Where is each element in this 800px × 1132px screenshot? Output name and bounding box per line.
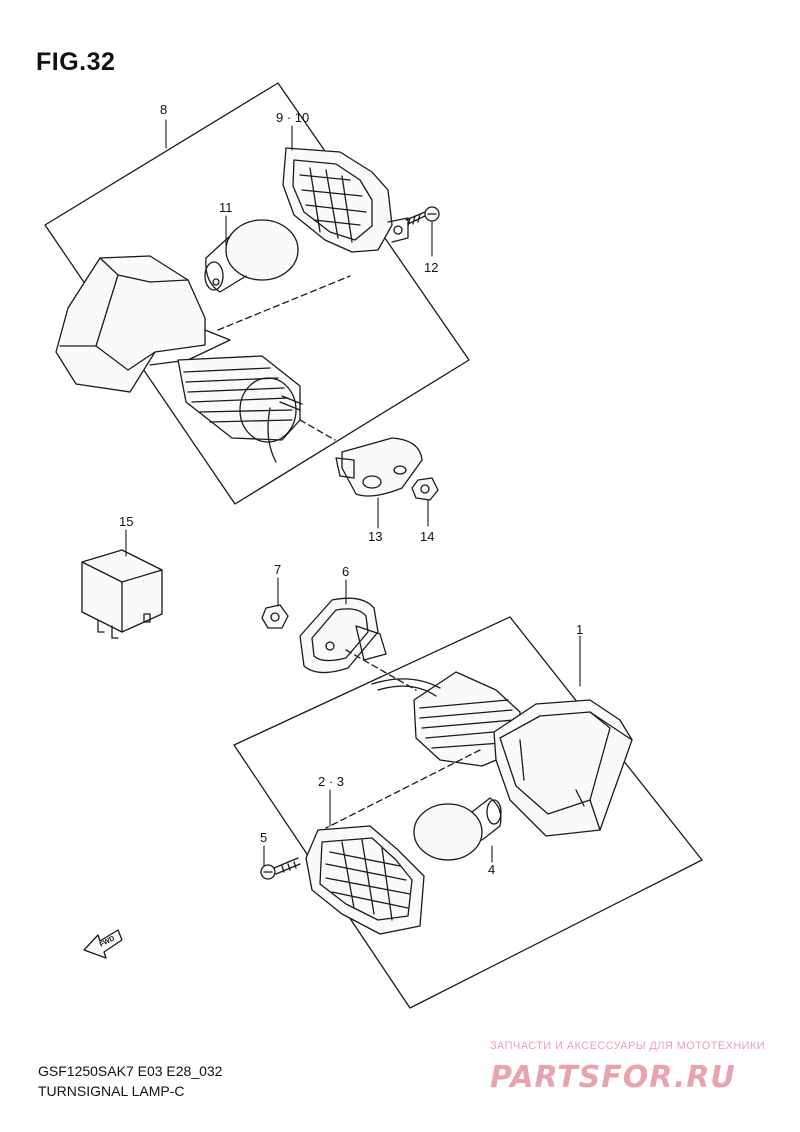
assembly-frame-1 [233,616,703,1009]
callout-11: 11 [219,200,233,215]
gasket-13 [335,437,423,497]
callout-15: 15 [119,514,133,529]
lower-turnsignal-housing [371,671,633,837]
assembly-guide-lines-upper [217,275,351,441]
watermark-logo-text: PARTSFOR.RU [490,1060,736,1095]
callout-5: 5 [260,830,267,845]
assembly-frame-8 [44,82,470,505]
relay-15 [81,549,163,639]
lens-2-3 [305,825,425,935]
bulb-11 [204,219,299,293]
callout-13: 13 [368,529,382,544]
part-group-name: TURNSIGNAL LAMP-C [38,1083,185,1099]
watermark-tagline: ЗАПЧАСТИ И АКСЕССУАРЫ ДЛЯ МОТОТЕХНИКИ [490,1040,766,1052]
nut-14 [411,477,439,501]
callout-14: 14 [420,529,434,544]
lens-9-10 [282,147,409,253]
callout-8: 8 [160,102,167,117]
upper-turnsignal-housing [55,255,303,463]
bulb-4 [413,797,502,861]
forward-direction-arrow-icon [83,929,123,959]
figure-title: FIG.32 [36,48,116,76]
screw-5 [260,857,301,880]
nut-7 [261,604,289,629]
callout-2-3: 2 · 3 [318,774,344,789]
callout-9-10: 9 · 10 [276,110,309,125]
watermark-logo: PARTSFOR.RU [490,1060,736,1095]
callout-7: 7 [274,562,281,577]
screw-12 [405,206,440,227]
callout-6: 6 [342,564,349,579]
model-code: GSF1250SAK7 E03 E28_032 [38,1063,223,1079]
gasket-6 [299,597,387,674]
callout-12: 12 [424,260,438,275]
callout-4: 4 [488,862,495,877]
assembly-guide-lines-lower [325,649,481,829]
callout-leader-lines [125,119,581,867]
callout-1: 1 [576,622,583,637]
